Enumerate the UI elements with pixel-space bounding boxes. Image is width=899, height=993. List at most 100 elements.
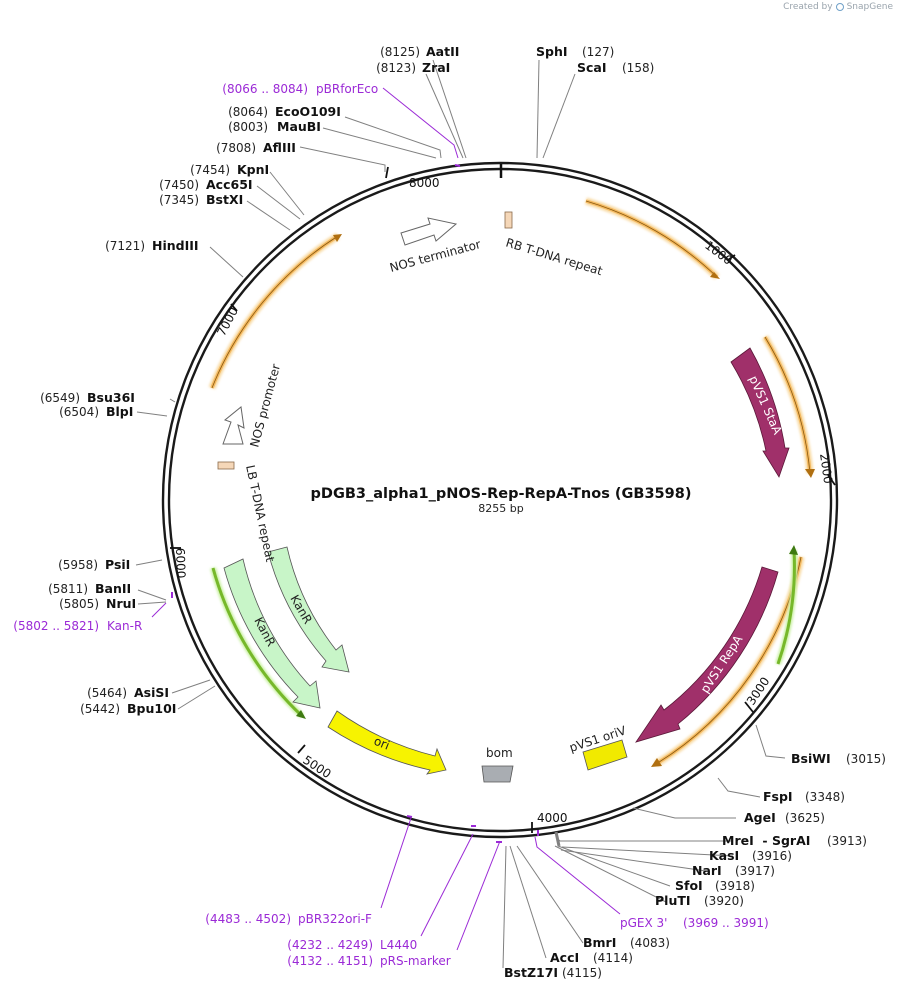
site-name: BsiWI <box>791 751 831 766</box>
orf-arrow-top-right <box>585 197 720 280</box>
feature-pvs1-staa <box>730 347 790 478</box>
tick-label-2000: 2000 <box>817 452 835 484</box>
site-pos: (3348) <box>805 790 845 804</box>
site-name: BstZ17I <box>504 965 558 980</box>
site-pos: (5464) <box>87 686 127 700</box>
site-pos: (3916) <box>752 849 792 863</box>
tick-3000 <box>744 701 754 713</box>
feature-label-ori: ori <box>372 734 392 753</box>
primer-pos: (4132 .. 4151) <box>287 954 373 968</box>
site-name: AsiSI <box>134 685 169 700</box>
site-pos: (6504) <box>59 405 99 419</box>
orf-arrows <box>208 197 815 767</box>
site-name: BstXI <box>206 192 243 207</box>
feature-label-nos-promoter: NOS promoter <box>247 362 283 448</box>
primer-leader-lines <box>151 87 621 951</box>
feature-label-bom: bom <box>486 746 513 760</box>
site-name: NruI <box>106 596 136 611</box>
site-leader-lines <box>135 59 786 969</box>
site-pos: (4115) <box>562 966 602 980</box>
site-pos: (7808) <box>216 141 256 155</box>
primer-marker-pbrforeco <box>454 164 461 167</box>
site-pos: (8003) <box>228 120 268 134</box>
feature-bom <box>481 765 514 783</box>
feature-lb-tdna-repeat <box>217 461 235 470</box>
plasmid-name: pDGB3_alpha1_pNOS-Rep-RepA-Tnos (GB3598) <box>311 486 692 502</box>
site-name: NarI <box>692 863 722 878</box>
site-pos: (3920) <box>704 894 744 908</box>
feature-kanr-inner <box>267 546 350 673</box>
site-name: HindIII <box>152 238 199 253</box>
credit-text: Created by <box>783 2 833 12</box>
site-pos: (5811) <box>48 582 88 596</box>
primer-markers <box>171 164 539 843</box>
site-pos: (4114) <box>593 951 633 965</box>
orf-arrow-lower-right-green <box>775 545 798 665</box>
tick-label-8000: 8000 <box>409 176 440 190</box>
tick-1000 <box>727 254 736 261</box>
site-name: AatII <box>426 44 459 59</box>
site-labels: (8125) AatII (8123) ZraI (8064) EcoO109I… <box>40 44 886 980</box>
site-pos: (158) <box>622 61 654 75</box>
site-name: KpnI <box>237 162 269 177</box>
site-pos: (5805) <box>59 597 99 611</box>
feature-nos-terminator <box>400 217 458 246</box>
site-pos: (8123) <box>376 61 416 75</box>
primer-name: pBRforEco <box>316 82 378 96</box>
site-pos: (3015) <box>846 752 886 766</box>
tick-7000 <box>230 303 238 312</box>
primer-labels: (8066 .. 8084) pBRforEco (5802 .. 5821) … <box>13 82 768 968</box>
orf-arrow-left-top <box>208 233 342 390</box>
site-pos: (3913) <box>827 834 867 848</box>
site-cluster-marker <box>554 831 561 847</box>
site-name: Bsu36I <box>87 390 135 405</box>
site-pos: (7454) <box>190 163 230 177</box>
features: NOS terminator RB T-DNA repeat pVS1 StaA… <box>217 211 790 783</box>
primer-name: L4440 <box>380 938 417 952</box>
site-name: SphI <box>536 44 568 59</box>
feature-kanr-outer <box>223 558 321 709</box>
site-pos: (6549) <box>40 391 80 405</box>
tick-marks <box>170 166 836 833</box>
primer-name: pRS-marker <box>380 954 451 968</box>
site-name: PsiI <box>105 557 130 572</box>
feature-label-nos-terminator: NOS terminator <box>388 237 482 275</box>
site-name: BlpI <box>106 404 133 419</box>
tick-2000 <box>827 474 836 486</box>
tick-label-6000: 6000 <box>173 548 188 579</box>
feature-ori <box>327 710 447 775</box>
site-pos: (3918) <box>715 879 755 893</box>
site-pos: (8064) <box>228 105 268 119</box>
site-name: EcoO109I <box>275 104 341 119</box>
feature-label-rb-tdna-repeat: RB T-DNA repeat <box>504 235 604 278</box>
site-pos: (7450) <box>159 178 199 192</box>
snapgene-logo-icon <box>835 3 844 11</box>
site-pos: (7345) <box>159 193 199 207</box>
site-name: AgeI <box>744 810 776 825</box>
tick-8000 <box>385 166 389 179</box>
feature-pvs1-repa <box>635 566 779 743</box>
site-name: BanII <box>95 581 131 596</box>
primer-name: Kan-R <box>107 619 142 633</box>
site-pos: (7121) <box>105 239 145 253</box>
site-name: KasI <box>709 848 739 863</box>
feature-pvs1-oriv <box>582 739 628 771</box>
primer-pos: (8066 .. 8084) <box>222 82 308 96</box>
primer-pos: (4483 .. 4502) <box>205 912 291 926</box>
primer-marker-pbr322ori <box>406 815 413 818</box>
orf-arrow-right <box>762 335 815 478</box>
tick-5000 <box>297 744 306 754</box>
site-pos: (3917) <box>735 864 775 878</box>
site-name: MauBI <box>277 119 321 134</box>
site-name: BmrI <box>583 935 616 950</box>
site-name: FspI <box>763 789 793 804</box>
primer-pos: (3969 .. 3991) <box>683 916 769 930</box>
site-name: Acc65I <box>206 177 253 192</box>
site-pos: (127) <box>582 45 614 59</box>
tick-label-4000: 4000 <box>537 811 568 825</box>
feature-nos-promoter <box>222 406 245 445</box>
site-pos: (3625) <box>785 811 825 825</box>
site-name: AccI <box>550 950 579 965</box>
site-name: SfoI <box>675 878 703 893</box>
